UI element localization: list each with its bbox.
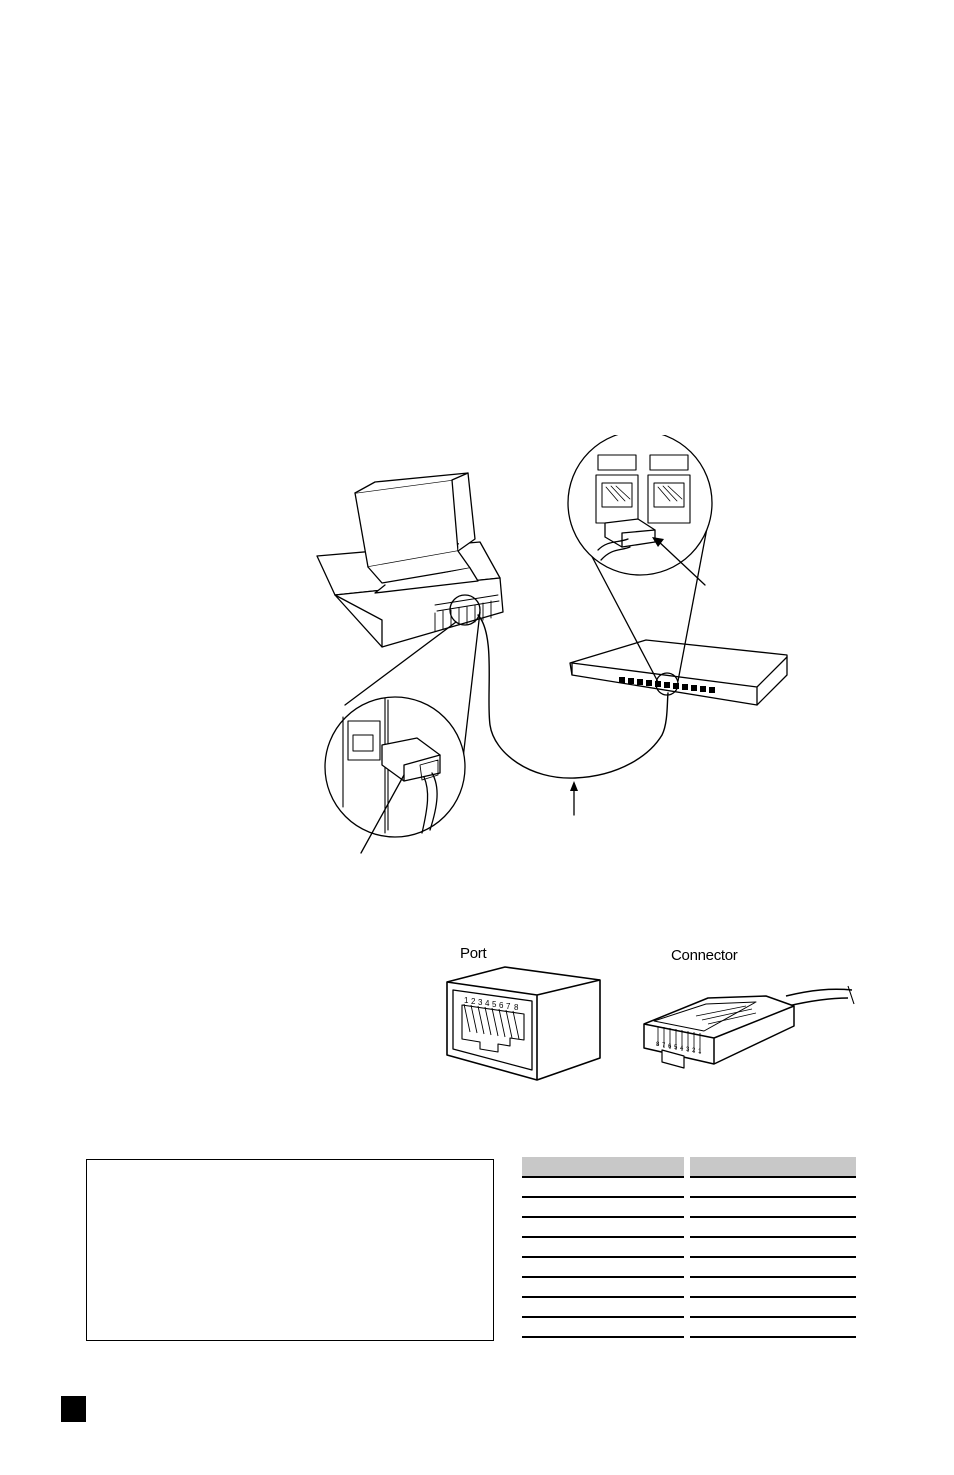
table-row xyxy=(522,1257,856,1278)
svg-text:3: 3 xyxy=(478,998,483,1007)
table-cell xyxy=(522,1317,690,1338)
svg-text:4: 4 xyxy=(680,1046,684,1052)
table-header-cell xyxy=(687,1157,856,1178)
svg-text:1: 1 xyxy=(698,1049,702,1055)
svg-text:2: 2 xyxy=(692,1048,696,1054)
svg-text:4: 4 xyxy=(485,999,490,1008)
svg-text:5: 5 xyxy=(674,1045,678,1051)
table-cell xyxy=(522,1197,690,1218)
table-cell xyxy=(687,1237,856,1258)
table-row xyxy=(522,1317,856,1338)
svg-text:5: 5 xyxy=(492,1000,497,1009)
table-cell xyxy=(687,1257,856,1278)
table-cell xyxy=(522,1277,690,1298)
note-box xyxy=(86,1159,494,1341)
table-row xyxy=(522,1297,856,1318)
port-label: Port xyxy=(460,945,487,962)
svg-text:6: 6 xyxy=(499,1001,504,1010)
table-cell xyxy=(522,1217,690,1238)
table-cell xyxy=(522,1297,690,1318)
table-row xyxy=(522,1177,856,1198)
svg-text:3: 3 xyxy=(686,1047,690,1053)
table-cell xyxy=(687,1277,856,1298)
svg-text:6: 6 xyxy=(668,1044,672,1050)
rj45-port-figure: 1 2 3 4 5 6 7 8 xyxy=(446,966,601,1081)
table-cell xyxy=(522,1237,690,1258)
table-cell xyxy=(522,1257,690,1278)
rj45-plug-icon xyxy=(597,518,656,561)
port-pin-numbers: 1 2 3 4 5 6 7 8 xyxy=(464,996,519,1012)
table-row xyxy=(522,1197,856,1218)
svg-text:8: 8 xyxy=(514,1003,519,1012)
network-cable-icon xyxy=(477,614,669,779)
table-row xyxy=(522,1237,856,1258)
table-cell xyxy=(687,1177,856,1198)
table-cell xyxy=(687,1317,856,1338)
table-cell xyxy=(522,1177,690,1198)
page-tab-marker xyxy=(61,1396,86,1422)
connector-pin-numbers: 8 7 6 5 4 3 2 1 xyxy=(656,1042,702,1055)
table-row xyxy=(522,1217,856,1238)
connection-diagram xyxy=(316,435,788,854)
rj45-connector-figure: 8 7 6 5 4 3 2 1 xyxy=(643,985,855,1069)
table-cell xyxy=(687,1297,856,1318)
rj45-plug-icon xyxy=(381,737,441,834)
svg-text:1: 1 xyxy=(464,996,469,1005)
svg-text:8: 8 xyxy=(656,1042,660,1048)
svg-text:7: 7 xyxy=(506,1002,511,1011)
svg-text:7: 7 xyxy=(662,1043,666,1049)
pin-assignment-table xyxy=(522,1157,856,1338)
table-header-cell xyxy=(522,1157,690,1178)
table-row xyxy=(522,1277,856,1298)
table-cell xyxy=(687,1217,856,1238)
switch-port-zoom xyxy=(567,435,713,576)
connector-label: Connector xyxy=(671,947,738,964)
table-cell xyxy=(687,1197,856,1218)
svg-text:2: 2 xyxy=(471,997,476,1006)
computer-icon xyxy=(316,472,504,648)
switch-icon xyxy=(569,639,788,706)
pc-port-zoom xyxy=(324,696,466,838)
table-header-row xyxy=(522,1157,856,1178)
